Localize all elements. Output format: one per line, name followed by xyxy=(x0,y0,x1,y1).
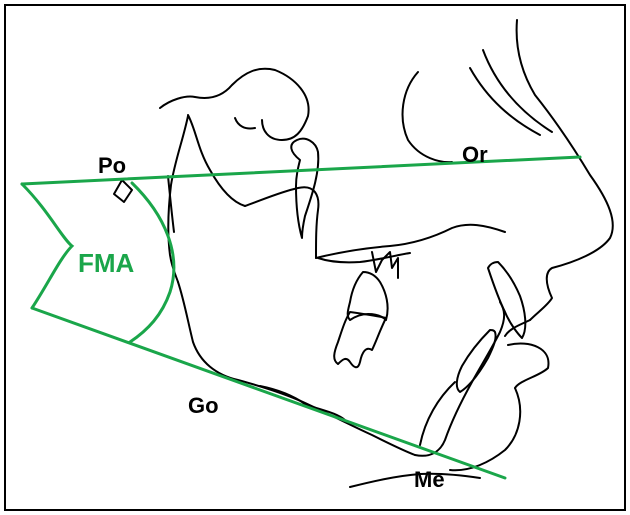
lower-incisor xyxy=(457,330,496,392)
soft-chin xyxy=(450,388,520,470)
pterygomaxillary-fissure xyxy=(291,139,318,238)
mandibular-plane-line xyxy=(32,308,505,478)
symphysis-inner xyxy=(420,382,455,445)
nasal-profile xyxy=(517,20,613,320)
menton-label: Me xyxy=(414,467,445,492)
gonion-label: Go xyxy=(188,393,219,418)
mandible-ramus-posterior xyxy=(178,282,415,455)
fma-construction xyxy=(22,157,580,478)
orbitale-label: Or xyxy=(462,142,488,167)
nasal-inner-line-2 xyxy=(470,68,540,135)
fma-outer-arc xyxy=(130,183,174,342)
symphysis-outline xyxy=(415,302,504,456)
porion-label: Po xyxy=(98,153,126,178)
upper-incisor xyxy=(488,262,525,338)
orbit-outline xyxy=(403,72,452,162)
lower-molar xyxy=(334,312,386,367)
fma-inner-arc xyxy=(22,184,72,308)
fma-label: FMA xyxy=(78,248,135,278)
cranial-base-tracing xyxy=(160,69,309,140)
lower-lip xyxy=(508,344,548,388)
zygomatic-outline xyxy=(235,118,255,129)
maxilla-outline xyxy=(245,187,318,258)
pterygoid-line xyxy=(188,115,245,206)
nasal-inner-line-1 xyxy=(483,50,552,132)
porion-ear-outline xyxy=(114,180,132,202)
